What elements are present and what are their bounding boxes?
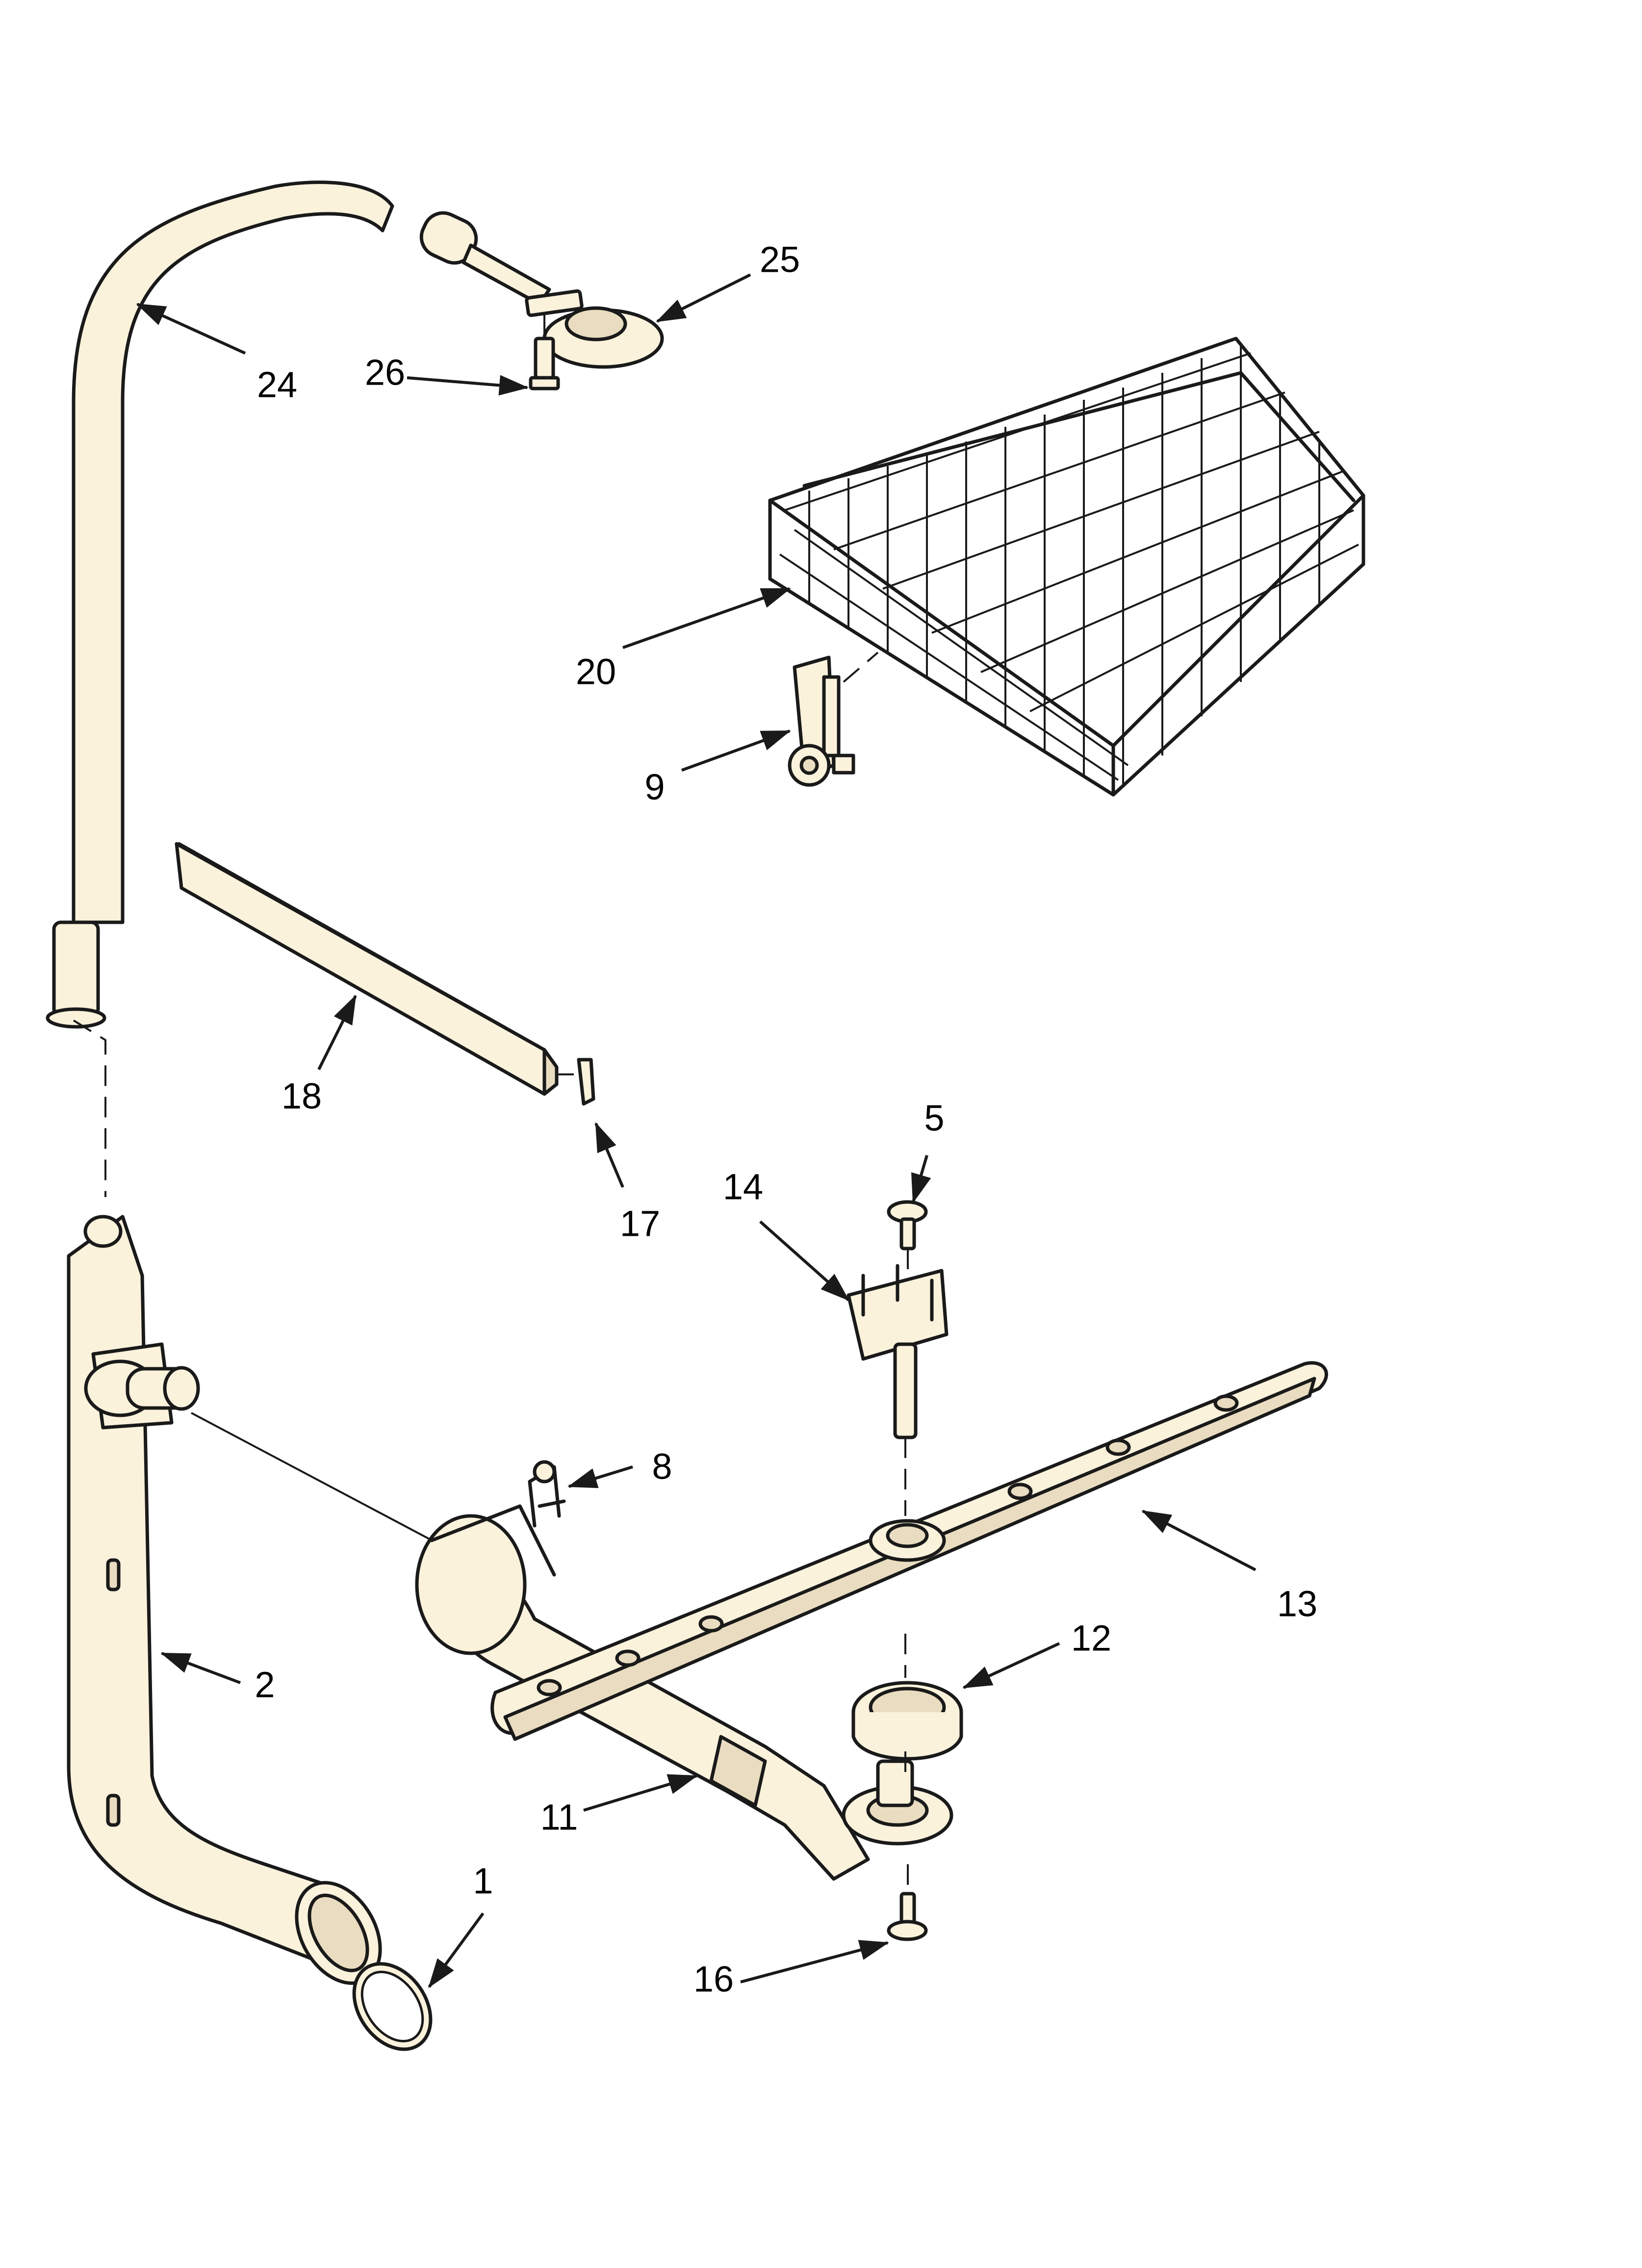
leader-5 (911, 1155, 931, 1203)
screw-part-5 (887, 1200, 928, 1276)
callout-17: 17 (620, 1203, 660, 1244)
leader-arrows (136, 273, 1257, 1988)
supply-tube-part-24 (46, 180, 394, 1029)
callout-18: 18 (282, 1076, 322, 1117)
callout-8: 8 (652, 1446, 672, 1487)
leader-13 (1141, 1510, 1257, 1571)
leader-14 (759, 1220, 850, 1302)
callout-26: 26 (365, 352, 405, 393)
leader-20 (622, 587, 791, 649)
leader-8 (567, 1465, 633, 1488)
rack-rail-part-18 (175, 842, 559, 1096)
callout-25: 25 (760, 239, 800, 280)
callout-12: 12 (1071, 1618, 1111, 1659)
callout-14: 14 (723, 1167, 763, 1207)
o-ring-part-1 (352, 1962, 433, 2051)
callout-5: 5 (924, 1098, 944, 1139)
leader-26 (407, 375, 529, 396)
leader-12 (962, 1642, 1060, 1689)
rack-adjuster-part-9 (788, 652, 879, 787)
leader-11 (583, 1774, 698, 1812)
supply-riser-part-2 (67, 1019, 382, 1985)
screw-part-16 (887, 1864, 928, 1941)
seal-ring-part-12 (851, 1634, 963, 1776)
callout-24: 24 (257, 365, 297, 405)
leader-9 (681, 730, 791, 772)
callout-20: 20 (576, 652, 616, 692)
callout-2: 2 (255, 1665, 275, 1705)
screw-part-26 (529, 314, 560, 391)
callout-11: 11 (540, 1797, 578, 1838)
leader-1 (428, 1912, 485, 1988)
leader-18 (317, 994, 357, 1070)
leader-17 (594, 1122, 624, 1188)
callout-13: 13 (1277, 1584, 1317, 1624)
callout-16: 16 (693, 1959, 734, 2000)
callout-1: 1 (473, 1861, 493, 1902)
spray-arm-hub-part-14 (847, 1264, 949, 1516)
leader-25 (656, 273, 751, 323)
callout-9: 9 (644, 767, 665, 808)
bracket-part-8 (528, 1460, 566, 1528)
rail-clip-part-17 (557, 1058, 595, 1106)
leader-16 (740, 1940, 889, 1983)
leader-24 (136, 303, 246, 355)
spray-arm-connector-part-25 (419, 211, 664, 369)
manifold-part-11 (191, 1412, 953, 1881)
callout-labels: 24 25 26 20 9 18 17 5 14 8 13 12 2 11 1 … (255, 239, 1317, 2000)
dishrack-part-20 (768, 337, 1365, 797)
leader-2 (160, 1652, 241, 1684)
spray-arm-part-13 (490, 1361, 1328, 1741)
